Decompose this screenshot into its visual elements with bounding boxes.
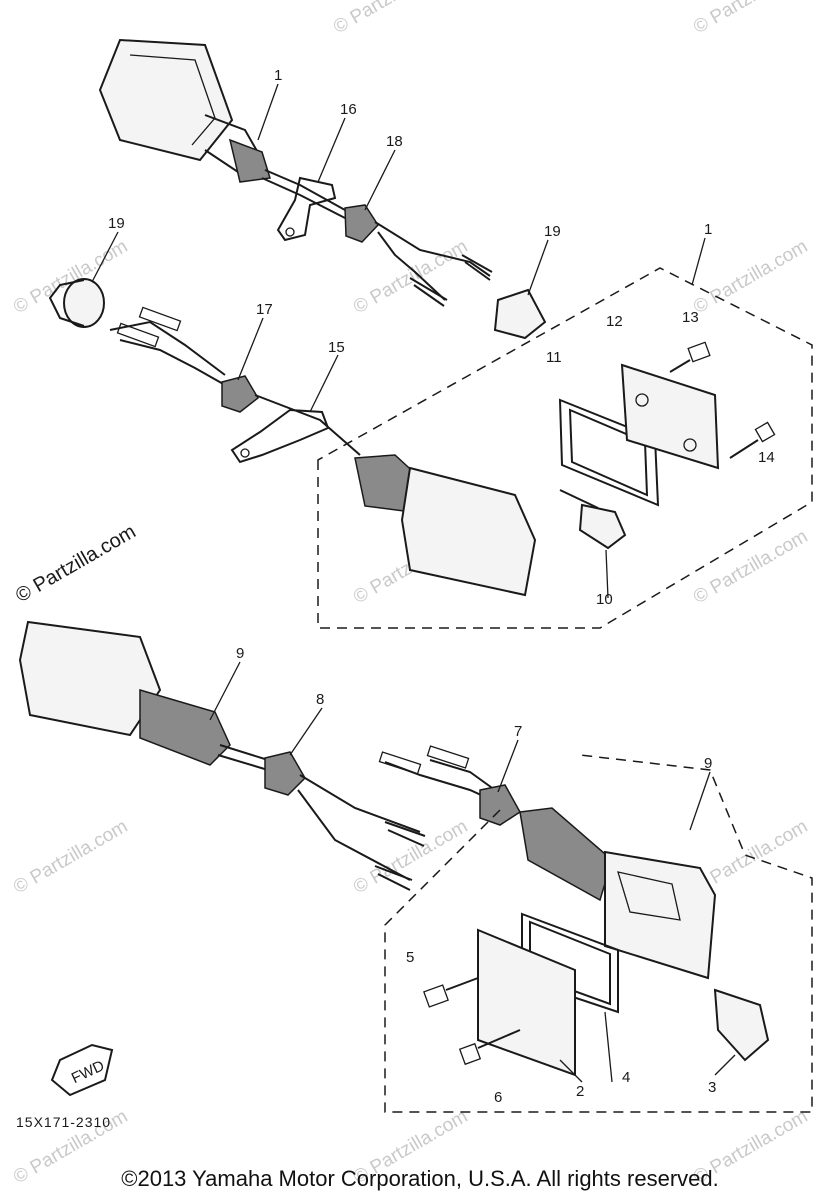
part-number: 6 — [494, 1089, 502, 1106]
front-left-flasher — [98, 38, 346, 219]
part-number: 1 — [274, 67, 282, 84]
part-number: 1 — [704, 221, 712, 238]
part-number: 19 — [544, 223, 561, 240]
reflector-12 — [620, 363, 720, 470]
part-number-labels: 1 16 18 19 19 1 13 12 11 14 17 15 10 9 8… — [108, 67, 775, 1106]
cap-19-left — [48, 278, 105, 328]
part-number: 17 — [256, 301, 273, 318]
bulb-3 — [713, 988, 770, 1062]
gasket-11 — [558, 398, 660, 507]
part-number: 10 — [596, 591, 613, 608]
grommet-18 — [344, 204, 493, 307]
part-number: 18 — [386, 133, 403, 150]
part-number: 2 — [576, 1083, 584, 1100]
copyright-notice: ©2013 Yamaha Motor Corporation, U.S.A. A… — [121, 1166, 719, 1191]
part-number: 19 — [108, 215, 125, 232]
part-number: 4 — [622, 1069, 630, 1086]
flasher-body-mid — [354, 454, 537, 597]
grommet-7 — [479, 784, 521, 826]
part-number: 9 — [236, 645, 244, 662]
rear-left-flasher — [18, 620, 269, 771]
leader-lines — [91, 83, 736, 1083]
screw-13 — [669, 341, 711, 373]
fwd-arrow-icon: FWD — [50, 1043, 114, 1097]
bracket-16 — [276, 176, 337, 242]
part-number: 5 — [406, 949, 414, 966]
wires-7 — [378, 745, 496, 801]
part-number: 11 — [546, 349, 562, 366]
bulb-10 — [559, 489, 627, 550]
wires-17 — [109, 306, 226, 386]
grommet-8 — [264, 751, 426, 891]
diagram-code: 15X171-2310 — [16, 1114, 112, 1130]
flasher-body-lower — [519, 807, 717, 980]
part-number: 13 — [682, 309, 699, 326]
part-number: 15 — [328, 339, 345, 356]
screw-14 — [729, 421, 776, 459]
part-number: 7 — [514, 723, 522, 740]
part-number: 9 — [704, 755, 712, 772]
part-number: 3 — [708, 1079, 716, 1096]
part-number: 12 — [606, 313, 623, 330]
part-number: 16 — [340, 101, 357, 118]
grommet-17 — [221, 375, 361, 456]
part-number: 14 — [758, 449, 775, 466]
screw-5 — [423, 977, 479, 1008]
screw-6 — [458, 1029, 521, 1066]
bracket-15 — [230, 408, 330, 464]
part-number: 8 — [316, 691, 324, 708]
reflector-2 — [477, 928, 576, 1077]
cap-19-right — [493, 288, 547, 340]
